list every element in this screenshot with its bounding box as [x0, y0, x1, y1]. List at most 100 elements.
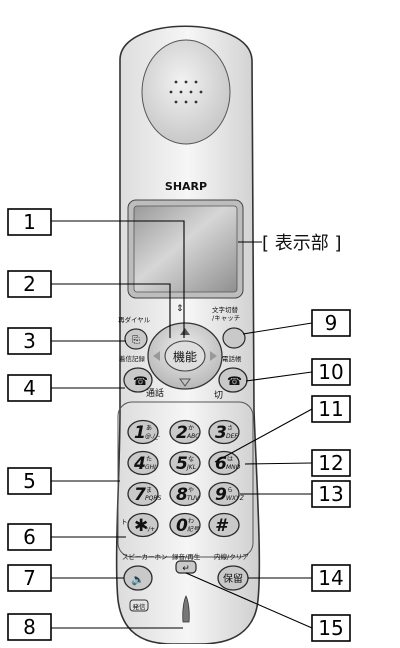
key-letters: */+	[145, 526, 155, 533]
display-screen	[133, 205, 238, 293]
char-switch-button[interactable]	[222, 327, 246, 349]
leader-lines	[51, 220, 313, 629]
key-digit: 8	[176, 485, 188, 505]
callout-15: 15	[311, 614, 351, 642]
callout-number: 8	[23, 615, 36, 639]
callout-12: 12	[311, 449, 351, 477]
speakerphone-button[interactable]: 🔈	[123, 565, 153, 591]
key-digit: 2	[176, 423, 188, 443]
display-label: [ 表示部 ]	[262, 233, 342, 254]
callout-6: 6	[7, 523, 52, 551]
key-letters: WXYZ	[226, 495, 245, 502]
key-letters: 記号	[187, 525, 200, 533]
callout-number: 13	[318, 482, 343, 506]
page-label: 発信	[133, 602, 147, 611]
key-kana: ま	[146, 487, 152, 494]
key-kana: あ	[146, 425, 152, 432]
key-kana: わ	[188, 518, 194, 525]
nav-arrows-icon: ⇕	[176, 304, 184, 314]
callout-1: 1	[7, 208, 52, 236]
key-letters: JKL	[186, 464, 196, 471]
callout-number: 14	[318, 566, 343, 590]
callout-number: 2	[23, 272, 36, 296]
callout-number: 12	[318, 451, 343, 475]
callout-number: 5	[23, 469, 36, 493]
intercom-clear-label: 内線/クリア	[214, 552, 249, 561]
menu-label: 機能	[173, 349, 197, 364]
key-kana: は	[227, 456, 233, 463]
key-letters: MNO	[226, 464, 241, 471]
key-letters: DEF	[226, 433, 238, 440]
key-kana: か	[188, 425, 194, 432]
char-switch-label: 文字切替/キャッチ	[212, 305, 240, 322]
key-letters: TUV	[187, 495, 200, 502]
key-letters: GHI	[145, 464, 156, 471]
speaker-icon: 🔈	[131, 573, 145, 586]
callout-number: 10	[318, 360, 343, 384]
nav-left-arrow-icon	[153, 351, 160, 361]
key-digit: 5	[176, 454, 188, 474]
speakerphone-label: スピーカーホン	[122, 553, 168, 561]
callout-number: 9	[325, 311, 338, 335]
incoming-log-label: 着信記録	[119, 354, 146, 363]
callout-number: 15	[318, 616, 343, 640]
callout-5: 5	[7, 467, 52, 495]
callout-number: 6	[23, 525, 36, 549]
callout-13: 13	[311, 480, 351, 508]
callout-4: 4	[7, 374, 52, 402]
key-kana: た	[146, 456, 152, 463]
end-label: 切	[214, 390, 223, 401]
key-digit: 7	[134, 485, 146, 505]
callout-number: 1	[23, 210, 36, 234]
redial-label: 再ダイヤル	[118, 315, 151, 324]
talk-label: 通話	[146, 387, 164, 399]
hold-label: 保留	[223, 572, 243, 585]
keypad-panel	[117, 401, 254, 558]
menu-button[interactable]: 機能	[164, 340, 206, 372]
record-playback-button[interactable]: ↵	[175, 560, 197, 574]
hold-button[interactable]: 保留	[217, 565, 249, 591]
key-kana: な	[188, 456, 194, 463]
talk-button[interactable]: ☎ 通話	[123, 367, 164, 399]
key-hash[interactable]: #	[208, 512, 240, 538]
end-button[interactable]: ☎ 切	[214, 367, 248, 401]
nav-up-arrow-icon	[180, 328, 190, 335]
key-letters: @./_-	[145, 433, 160, 440]
brand-logo: SHARP	[165, 180, 207, 193]
callout-9: 9	[311, 309, 351, 337]
key-star[interactable]: ✱*/+	[127, 512, 159, 538]
callout-11: 11	[311, 395, 351, 423]
key-digit: 4	[133, 454, 146, 474]
key-digit: #	[215, 516, 229, 536]
microphone	[182, 595, 190, 623]
earpiece	[141, 39, 231, 145]
key-digit: 3	[215, 423, 227, 443]
nav-right-arrow-icon	[210, 351, 217, 361]
callout-2: 2	[7, 270, 52, 298]
page-button[interactable]: 発信	[129, 599, 149, 612]
redial-icon: ⎘	[132, 335, 140, 346]
callout-8: 8	[7, 613, 52, 641]
key-kana: さ	[227, 425, 233, 432]
hangup-icon: ☎	[227, 374, 242, 388]
key-letters: ABC	[186, 433, 200, 440]
key-digit: 6	[215, 454, 227, 474]
callout-7: 7	[7, 564, 52, 592]
key-digit: ✱	[134, 516, 148, 536]
phone-icon: ☎	[133, 374, 148, 388]
key-letters: PQRS	[145, 495, 162, 502]
key-digit: 1	[134, 423, 146, 443]
redial-button[interactable]: ⎘	[124, 328, 148, 350]
